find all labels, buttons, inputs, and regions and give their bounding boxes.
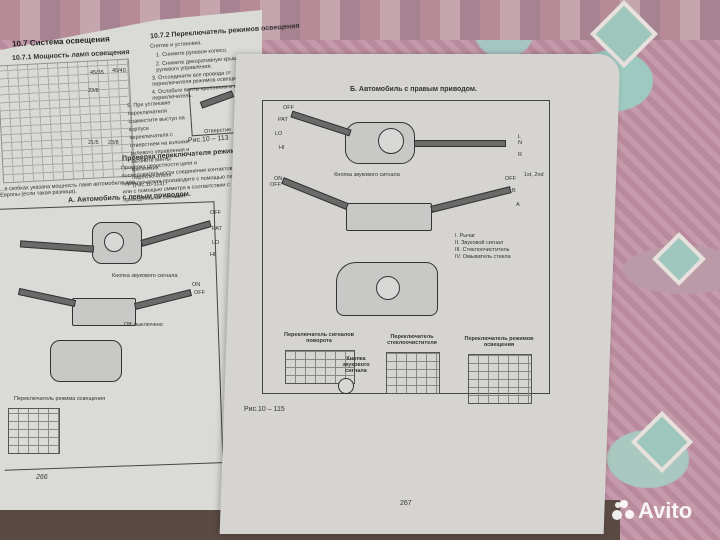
position-label: OFF bbox=[283, 105, 294, 111]
position-label: HI bbox=[210, 252, 216, 258]
steering-hub-diagram bbox=[378, 128, 404, 154]
table-cell: 23/8 bbox=[108, 140, 119, 146]
figure-heading-right: Б. Автомобиль с правым приводом. bbox=[350, 86, 477, 93]
table-title: Переключатель сигналов поворота bbox=[284, 332, 354, 344]
turn-lever-diagram bbox=[414, 140, 506, 147]
position-label: LO bbox=[212, 240, 220, 246]
avito-wordmark: Avito bbox=[638, 498, 693, 523]
connector-hub-diagram bbox=[376, 276, 400, 300]
position-label: ON bbox=[274, 176, 283, 182]
switch-table-label: Переключатель режима освещения bbox=[14, 396, 106, 402]
avito-logo-icon bbox=[612, 500, 634, 522]
position-label: OFF bbox=[270, 182, 281, 188]
switch-table-left bbox=[8, 408, 60, 454]
turn-signal-table bbox=[285, 350, 355, 384]
position-label: PAT bbox=[278, 117, 288, 123]
position-label: L bbox=[518, 134, 522, 140]
table-cell: 21/5 bbox=[88, 140, 99, 146]
wiper-switch-diagram bbox=[346, 203, 432, 231]
legend-item: I. Рычаг bbox=[455, 233, 476, 239]
rug-motif bbox=[630, 410, 694, 474]
connector-body-diagram bbox=[50, 340, 122, 382]
horn-button-label: Кнопка звукового сигнала bbox=[334, 172, 400, 178]
avito-watermark: Avito bbox=[612, 498, 692, 524]
figure-115-caption: Рис.10 – 115 bbox=[244, 406, 285, 413]
table-cell: 45/40 bbox=[112, 68, 126, 74]
horn-button-label: Кнопка звукового сигнала bbox=[112, 273, 178, 279]
page-number-left: 266 bbox=[36, 474, 48, 481]
wiper-table bbox=[386, 352, 440, 394]
off-label: Off: выключено bbox=[124, 322, 163, 328]
table-cell: 23/8 bbox=[88, 88, 99, 94]
table-cell: 45/35 bbox=[90, 70, 104, 76]
lamp-power-table bbox=[0, 58, 135, 184]
lighting-mode-table bbox=[468, 354, 532, 404]
table-title: Переключатель режимов освещения bbox=[464, 336, 534, 348]
table-title: Кнопка звукового сигнала bbox=[342, 356, 370, 374]
position-label: PAT bbox=[212, 226, 222, 232]
position-label: OFF bbox=[505, 176, 516, 182]
steering-hub-diagram bbox=[104, 232, 124, 252]
position-label: N bbox=[518, 140, 522, 146]
table-title: Переключатель стеклоочистителя bbox=[387, 334, 437, 346]
legend-item: III. Стеклоочиститель bbox=[455, 247, 510, 253]
position-label: LO bbox=[275, 131, 283, 137]
position-label: ON bbox=[192, 282, 201, 288]
position-label: HI bbox=[279, 145, 285, 151]
position-label: B bbox=[512, 188, 516, 194]
page-number-right: 267 bbox=[400, 500, 412, 507]
position-label: OFF bbox=[194, 290, 205, 296]
legend-item: IV. Омыватель стекла bbox=[455, 254, 511, 260]
position-label: R bbox=[518, 152, 522, 158]
rug-motif bbox=[652, 232, 706, 286]
position-label: A bbox=[516, 202, 520, 208]
position-label: OFF bbox=[210, 210, 221, 216]
wiper-switch-diagram bbox=[72, 298, 136, 326]
position-label: 1st, 2nd bbox=[524, 172, 544, 178]
horn-symbol-icon bbox=[338, 378, 354, 394]
legend-item: II. Звуковой сигнал bbox=[455, 240, 504, 246]
